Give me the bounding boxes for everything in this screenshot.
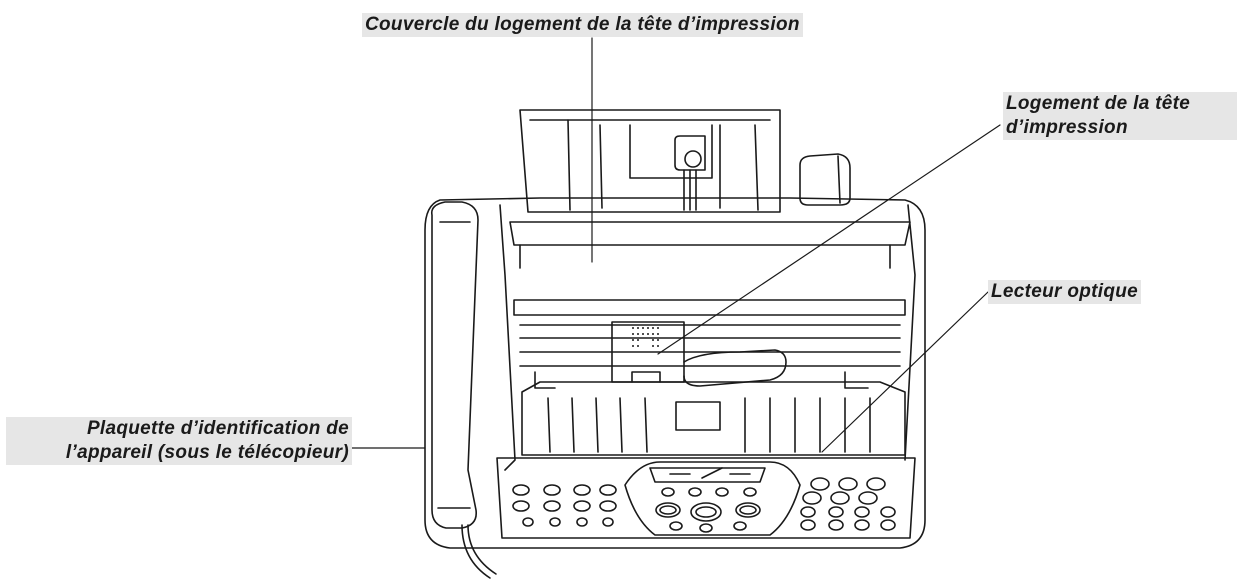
paper-tray: [521, 381, 906, 456]
callout-print-head-cover: Couvercle du logement de la tête d’impre…: [362, 13, 803, 37]
print-head-cover: [519, 109, 851, 213]
leader-optical-reader: [821, 291, 989, 453]
paper-guide: [519, 324, 901, 389]
callout-id-plate-line-2: l’appareil (sous le télécopieur): [65, 442, 349, 463]
hinge-bar: [509, 221, 911, 316]
keypad-left: [512, 484, 617, 527]
callout-print-head-housing-line-2: d’impression: [1006, 117, 1128, 138]
leader-print-head-housing: [657, 124, 1001, 355]
fax-body: [424, 197, 926, 549]
control-panel: [496, 457, 916, 539]
callout-id-plate: Plaquette d’identification de l’appareil…: [6, 417, 352, 465]
callout-id-plate-line-1: Plaquette d’identification de: [86, 418, 349, 439]
handset: [430, 201, 497, 579]
keypad-right: [800, 477, 896, 531]
callout-print-head-housing-line-1: Logement de la tête: [1006, 93, 1191, 114]
center-buttons: [655, 487, 761, 533]
print-head-nozzles: [632, 327, 659, 347]
callout-print-head-housing: Logement de la tête d’impression: [1003, 92, 1237, 140]
leader-lines: [351, 37, 1001, 453]
callout-optical-reader: Lecteur optique: [988, 280, 1142, 304]
print-head: [611, 321, 787, 387]
